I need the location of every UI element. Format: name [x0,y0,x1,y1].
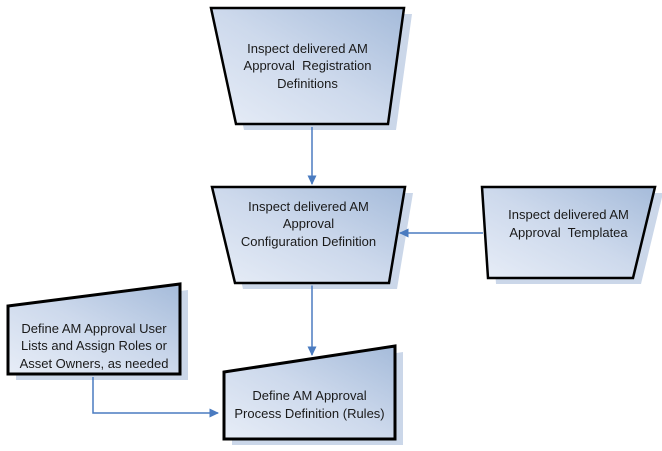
node-define-user-lists-shape [6,282,182,376]
node-inspect-registration-shape [209,6,406,126]
arrow-user-lists-to-process [92,377,219,418]
node-define-process-shape [222,344,397,441]
node-inspect-templates-shape [480,185,657,280]
node-inspect-configuration-shape [210,185,407,285]
